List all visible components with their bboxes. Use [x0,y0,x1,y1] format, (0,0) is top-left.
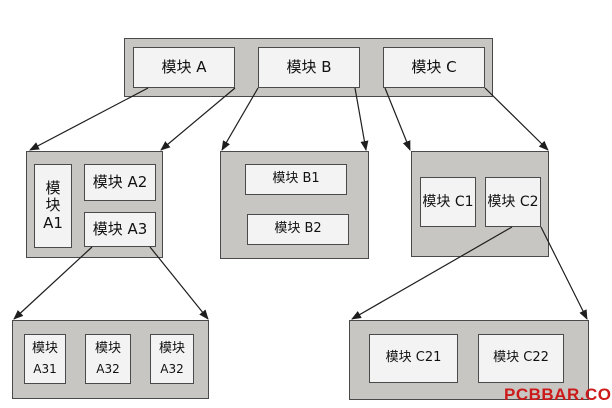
module-b2-box: 模块 B2 [247,214,349,245]
module-a33-id: A32 [160,361,184,376]
module-a31-id: A31 [33,361,57,376]
module-a31-label: 模块 [31,340,58,356]
module-c1-box: 模块 C1 [420,177,476,227]
module-a-box: 模块 A [133,47,235,88]
arrow-c2-to-group-right [540,226,588,320]
module-c-box: 模块 C [383,47,485,88]
arrow-c2-to-group-left [351,226,513,320]
module-a1-box: 模 块 A1 [34,164,72,248]
arrow-a-to-group-a-right [160,87,236,151]
module-c1-label: 模块 [422,193,451,210]
module-a1-id: A1 [43,213,63,232]
module-a32-box: 模块 A32 [85,334,131,384]
module-a32-label: 模块 [94,340,121,356]
arrow-b-to-group-b-right [354,87,369,151]
module-c1-id: C1 [454,193,474,210]
module-a2-box: 模块 A2 [84,164,156,201]
arrow-b-to-group-b-left [221,87,259,151]
module-a31-box: 模块 A31 [24,334,66,384]
module-a3-box: 模块 A3 [84,212,156,247]
module-a33-label: 模块 [158,340,185,356]
watermark-text: PCBBAR.COM [504,385,612,404]
module-c2-id: C2 [519,193,539,210]
module-b-box: 模块 B [258,47,360,88]
arrow-c-to-group-c-right [484,87,549,151]
arrow-a-to-group-a-left [29,87,149,151]
module-a33-box: 模块 A32 [150,334,194,384]
module-c21-box: 模块 C21 [369,334,458,383]
module-a1-char-2: 块 [45,196,61,215]
module-a1-char-1: 模 [45,179,61,198]
module-b1-box: 模块 B1 [245,164,347,195]
arrow-a3-to-group-left [13,246,93,320]
module-c2-box: 模块 C2 [485,177,541,227]
module-a32-id: A32 [96,361,120,376]
arrow-a3-to-group-right [149,246,209,320]
module-c22-box: 模块 C22 [478,334,564,383]
arrow-c-to-group-c-left [384,87,411,151]
module-c2-label: 模块 [487,193,516,210]
